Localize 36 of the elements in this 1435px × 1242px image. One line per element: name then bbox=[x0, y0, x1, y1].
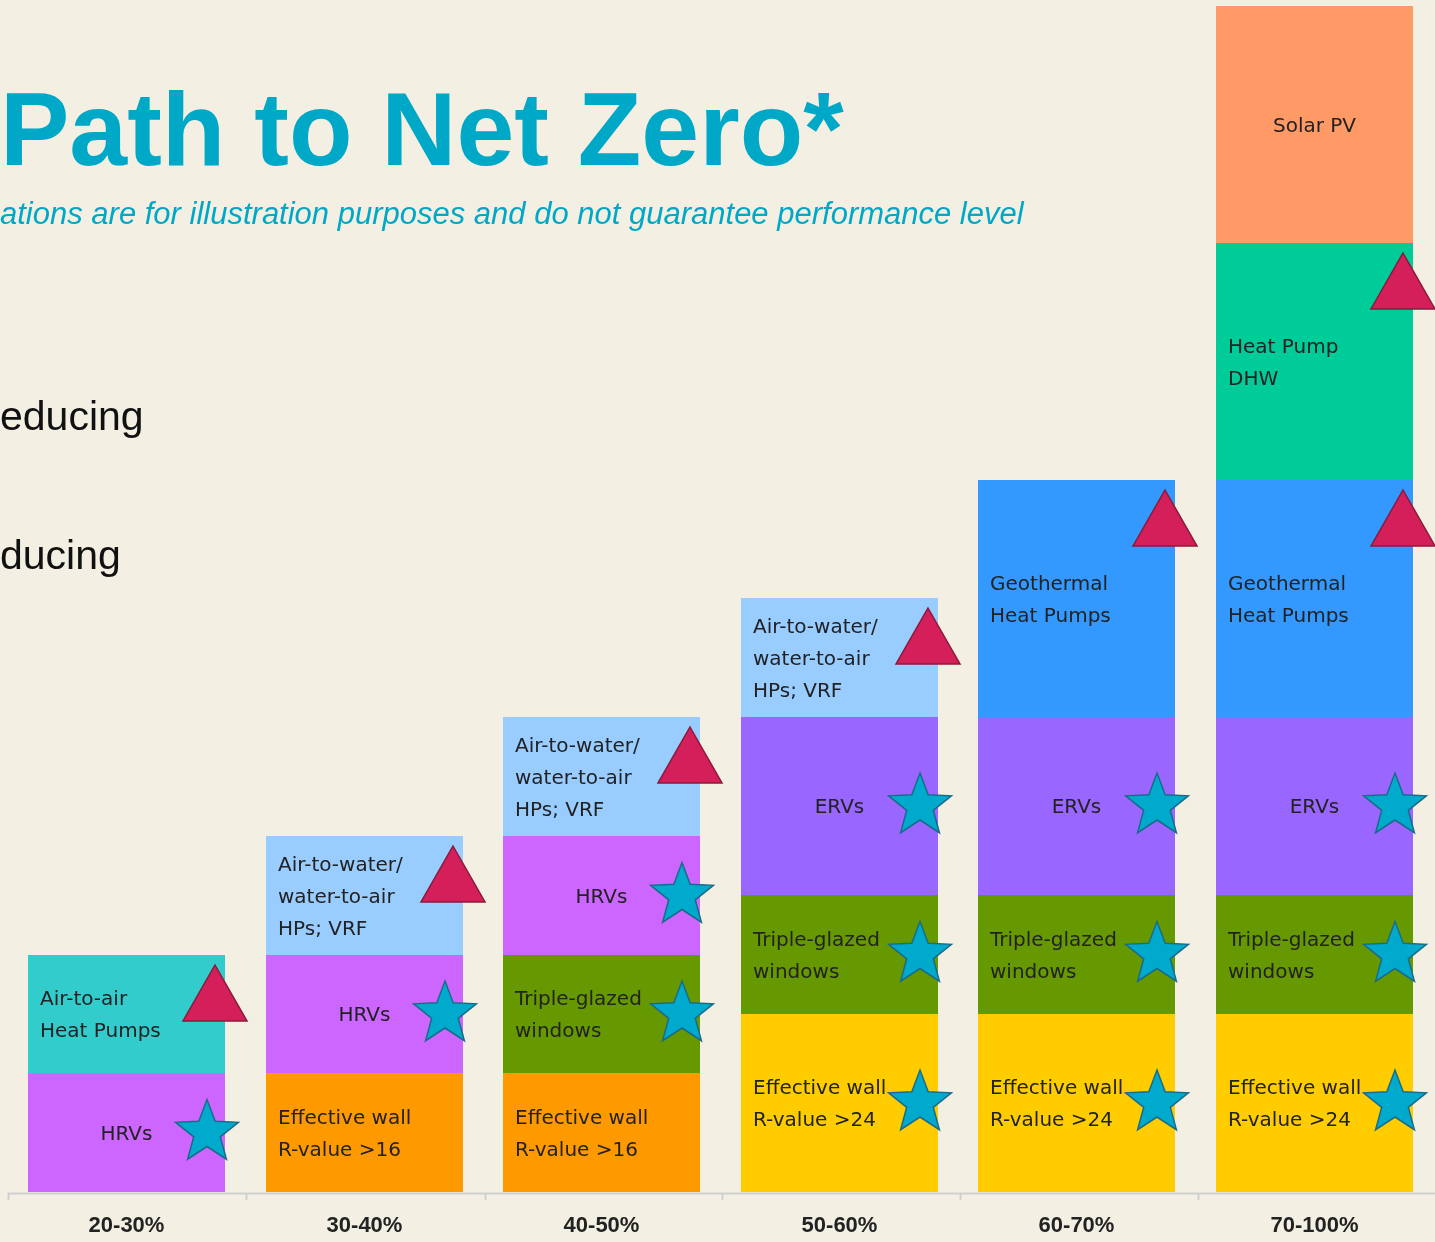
segment-label: Geothermal Heat Pumps bbox=[990, 569, 1112, 629]
segment-label: Effective wall R-value >16 bbox=[515, 1103, 650, 1163]
segment-label: Triple-glazed windows bbox=[1228, 925, 1356, 985]
segment-label: ERVs bbox=[1289, 793, 1340, 820]
title: Path to Net Zero* bbox=[0, 70, 844, 189]
bar-segment bbox=[266, 1073, 463, 1192]
body-text: ducing bbox=[0, 532, 121, 579]
segment-label: Effective wall R-value >24 bbox=[1228, 1074, 1363, 1133]
segment-label: Solar PV bbox=[1272, 111, 1357, 139]
segment-label: Effective wall R-value >16 bbox=[278, 1103, 413, 1163]
bar-segment bbox=[503, 1073, 700, 1192]
segment-label: Heat Pump DHW bbox=[1228, 332, 1340, 392]
caption: ations are for illustration purposes and do not guarantee performance level bbox=[0, 196, 1024, 232]
category-label: 50-60% bbox=[800, 1212, 879, 1238]
segment-label: Air-to-water/ water-to-air HPs; VRF bbox=[278, 850, 404, 942]
segment-label: ERVs bbox=[1051, 793, 1102, 820]
segment-label: Effective wall R-value >24 bbox=[990, 1074, 1125, 1133]
segment-label: Effective wall R-value >24 bbox=[753, 1074, 888, 1133]
segment-label: Geothermal Heat Pumps bbox=[1228, 569, 1350, 629]
category-label: 40-50% bbox=[562, 1212, 641, 1238]
segment-label: Triple-glazed windows bbox=[990, 925, 1118, 985]
category-label: 30-40% bbox=[325, 1212, 404, 1238]
segment-label: Air-to-water/ water-to-air HPs; VRF bbox=[515, 731, 641, 823]
segment-label: Air-to-air Heat Pumps bbox=[40, 985, 162, 1044]
category-label: 60-70% bbox=[1037, 1212, 1116, 1238]
segment-label: Triple-glazed windows bbox=[515, 985, 643, 1044]
segment-label: HRVs bbox=[100, 1119, 153, 1147]
bar-segment bbox=[1216, 6, 1413, 243]
segment-label: HRVs bbox=[338, 1001, 391, 1028]
segment-label: HRVs bbox=[575, 882, 628, 910]
category-label: 20-30% bbox=[87, 1212, 166, 1238]
segment-label: Triple-glazed windows bbox=[753, 925, 881, 985]
body-text: educing bbox=[0, 393, 144, 440]
segment-label: ERVs bbox=[814, 793, 865, 820]
segment-label: Air-to-water/ water-to-air HPs; VRF bbox=[753, 612, 879, 704]
category-label: 70-100% bbox=[1269, 1212, 1360, 1238]
